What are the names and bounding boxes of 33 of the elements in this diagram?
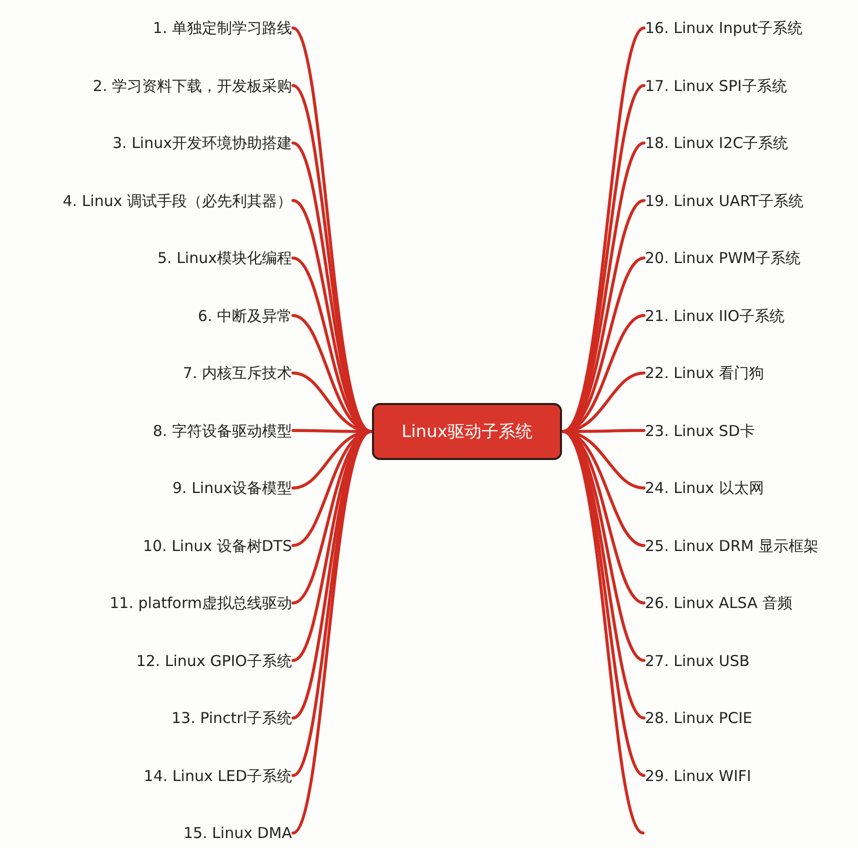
topic-label: 18. Linux I2C子系统: [645, 133, 788, 153]
topic-label: 19. Linux UART子系统: [645, 190, 804, 210]
branch-line: [562, 430, 644, 834]
topic-label: 13. Pinctrl子系统: [172, 708, 292, 728]
topic-label: 2. 学习资料下载，开发板采购: [92, 76, 292, 96]
topic-label: 12. Linux GPIO子系统: [136, 650, 292, 670]
topic-label: 1. 单独定制学习路线: [152, 18, 292, 38]
topic-label: 3. Linux开发环境协助搭建: [112, 133, 292, 153]
topic-label: 17. Linux SPI子系统: [645, 76, 787, 96]
topic-label: 11. platform虚拟总线驱动: [110, 593, 292, 613]
topic-label: 7. 内核互斥技术: [182, 363, 292, 383]
topic-label: 15. Linux DMA: [183, 823, 292, 843]
topic-label: 25. Linux DRM 显示框架: [645, 536, 818, 556]
topic-label: 4. Linux 调试手段（必先利其器）: [62, 190, 292, 210]
topic-label: 28. Linux PCIE: [645, 708, 752, 728]
topic-label: 29. Linux WIFI: [645, 766, 752, 786]
topic-label: 26. Linux ALSA 音频: [645, 593, 792, 613]
branch-line: [292, 256, 372, 433]
topic-label: 5. Linux模块化编程: [158, 248, 292, 268]
topic-label: 24. Linux 以太网: [645, 478, 764, 498]
topic-label: 14. Linux LED子系统: [144, 766, 292, 786]
topic-label: 22. Linux 看门狗: [645, 363, 764, 383]
central-topic-box: Linux驱动子系统: [372, 403, 562, 460]
branch-line: [562, 430, 646, 777]
topic-label: 16. Linux Input子系统: [645, 18, 803, 38]
topic-label: 9. Linux设备模型: [172, 478, 292, 498]
topic-label: 20. Linux PWM子系统: [645, 248, 801, 268]
topic-label: 23. Linux SD卡: [645, 420, 755, 440]
topic-label: 21. Linux IIO子系统: [645, 306, 784, 326]
topic-label: 10. Linux 设备树DTS: [142, 536, 292, 556]
topic-label: 6. 中断及异常: [198, 306, 292, 326]
topic-label: 27. Linux USB: [645, 650, 750, 670]
topic-label: 8. 字符设备驱动模型: [152, 420, 292, 440]
